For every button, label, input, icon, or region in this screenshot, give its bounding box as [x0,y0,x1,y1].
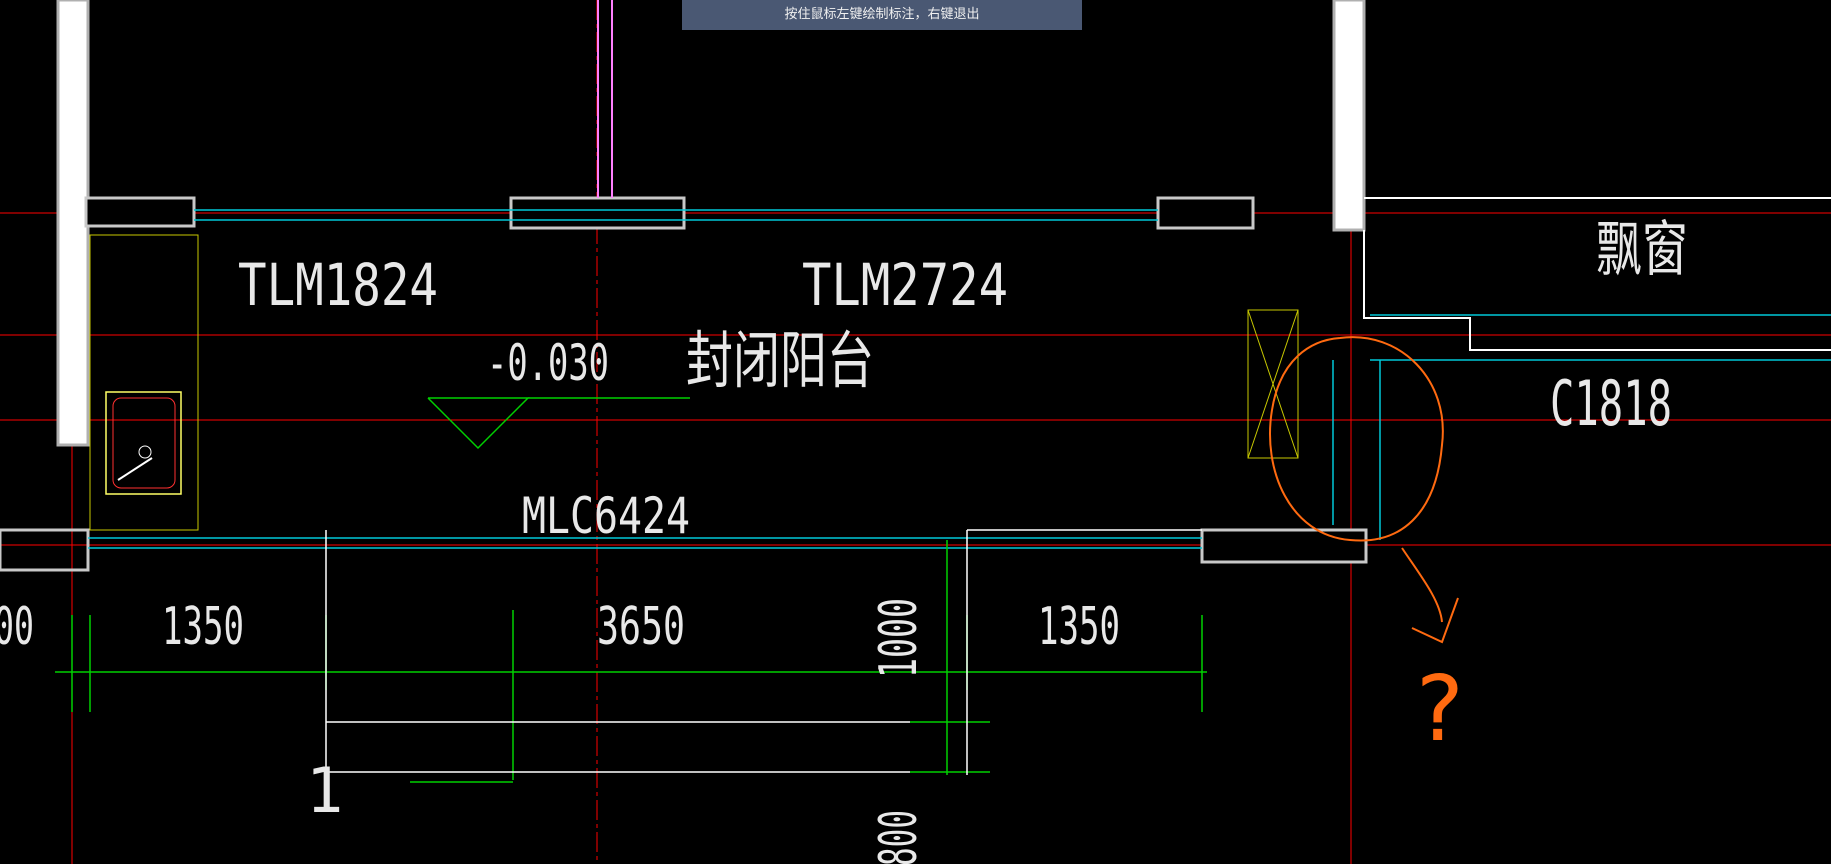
freehand-annotation [1269,336,1459,644]
window-lines [88,209,1831,549]
command-hint-bar: 按住鼠标左键绘制标注，右键退出 [682,0,1082,30]
command-hint-text: 按住鼠标左键绘制标注，右键退出 [784,7,980,22]
label-door-left: TLM1824 [238,251,438,319]
label-dim-small: 1 [306,754,343,827]
label-elevation: -0.030 [487,334,609,392]
dimension-lines [55,540,1207,783]
label-bay-window: 飘窗 [1596,215,1688,285]
label-balcony: 封闭阳台 [686,324,874,397]
label-question-mark: ? [1416,657,1464,762]
label-dim-left: 1350 [162,597,244,657]
label-dim-vertical-lower: 800 [869,810,929,864]
label-dim-cut-left: 00 [0,597,34,657]
sink [89,234,199,531]
pipe [597,0,613,198]
walls [0,0,1368,572]
drawing-labels: TLM1824 TLM2724 -0.030 MLC6424 C1818 00 … [0,251,1672,864]
bay-window-outline [1363,197,1831,351]
label-door-right: TLM2724 [802,251,1008,319]
label-dim-vertical: 1000 [869,598,929,678]
label-window-bottom: MLC6424 [522,487,690,545]
lower-outline [325,529,1202,775]
label-dim-mid: 3650 [597,597,685,657]
label-window-right: C1818 [1550,367,1672,440]
label-dim-right: 1350 [1038,597,1120,657]
elevation-marker [427,397,690,450]
chinese-labels: 封闭阳台 飘窗 [686,215,1688,397]
